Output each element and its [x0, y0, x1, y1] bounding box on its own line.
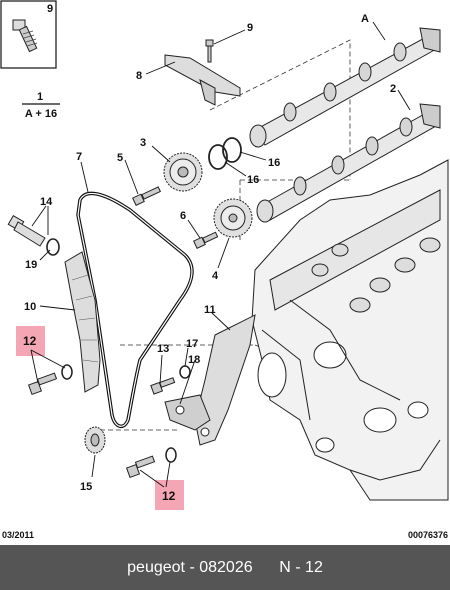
- bolt-5: [132, 186, 161, 206]
- o-ring-19: [46, 238, 60, 256]
- callout-a: A: [361, 13, 369, 25]
- date-code: 03/2011: [2, 530, 35, 540]
- camshaft-2: [256, 103, 441, 223]
- callout-12-left: 12: [23, 334, 37, 348]
- o-rings-16: [208, 137, 242, 170]
- bolt-9-inset: [12, 19, 38, 53]
- bolt-12-right: [125, 455, 156, 479]
- highlight-12-right: [155, 480, 184, 510]
- callout-19: 19: [25, 259, 37, 271]
- callout-10: 10: [24, 301, 36, 313]
- callout-17: 17: [186, 338, 198, 350]
- bolt-12-left: [27, 372, 58, 396]
- callout-4: 4: [212, 270, 219, 282]
- highlight-12-left: [16, 326, 45, 356]
- leader-lines: [30, 21, 411, 488]
- parts-diagram: 9 1 A + 16: [0, 0, 449, 510]
- callout-13: 13: [157, 343, 169, 355]
- callout-2: 2: [390, 83, 396, 95]
- crank-sprocket-15: [84, 426, 106, 454]
- formula-denominator: A + 16: [25, 108, 57, 120]
- callout-11: 11: [204, 304, 216, 316]
- callout-6: 6: [180, 210, 186, 222]
- washer-18-left: [61, 364, 73, 380]
- footer-page: N - 12: [279, 558, 323, 576]
- callout-14: 14: [40, 196, 53, 208]
- footer-separator: -: [189, 558, 195, 576]
- bolt-13: [150, 377, 176, 395]
- vvt-sprocket-3: [163, 152, 203, 192]
- callout-12-right: 12: [162, 489, 176, 503]
- callout-15: 15: [80, 481, 92, 493]
- timing-chain-7: [76, 191, 194, 428]
- bolt-6: [193, 231, 219, 249]
- formula-numerator: 1: [37, 91, 43, 103]
- bolt-9: [205, 39, 214, 63]
- camshaft-a: [249, 27, 441, 148]
- guide-rail-10: [64, 251, 101, 393]
- callout-5: 5: [117, 152, 123, 164]
- callout-18: 18: [188, 354, 200, 366]
- reference-code: 00076376: [407, 530, 448, 540]
- footer-brand: peugeot: [127, 558, 185, 576]
- tensioner-arm-11: [164, 314, 256, 446]
- callout-9-inset: 9: [47, 3, 53, 15]
- washer-17: [179, 365, 191, 379]
- footer-code: 082026: [199, 558, 253, 576]
- tensioner-14: [7, 214, 46, 247]
- callout-7: 7: [76, 151, 82, 163]
- engine-block: [251, 159, 449, 501]
- callout-16-lower: 16: [247, 174, 259, 186]
- callout-3: 3: [140, 137, 146, 149]
- callout-9: 9: [247, 22, 253, 34]
- cam-sprocket-4: [213, 198, 253, 238]
- footer-bar: peugeot - 082026 N - 12: [0, 545, 450, 590]
- chain-guide-8: [164, 54, 241, 106]
- callout-8: 8: [136, 70, 142, 82]
- washer-18-right: [165, 447, 177, 463]
- callout-16-upper: 16: [268, 157, 280, 169]
